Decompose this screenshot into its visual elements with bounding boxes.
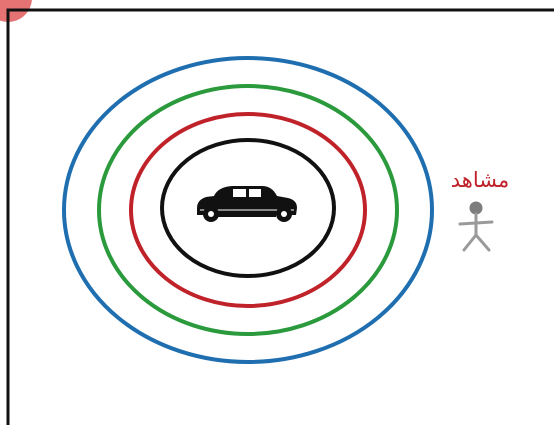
- ring-third: [129, 112, 367, 308]
- observer-label: مشاهد: [450, 168, 510, 192]
- frame-border: [6, 8, 554, 425]
- ring-second: [97, 84, 399, 336]
- stick-figure-icon: [458, 201, 494, 252]
- ring-inner: [160, 138, 336, 278]
- vintage-car-icon: [197, 186, 297, 222]
- ring-outer: [62, 56, 434, 364]
